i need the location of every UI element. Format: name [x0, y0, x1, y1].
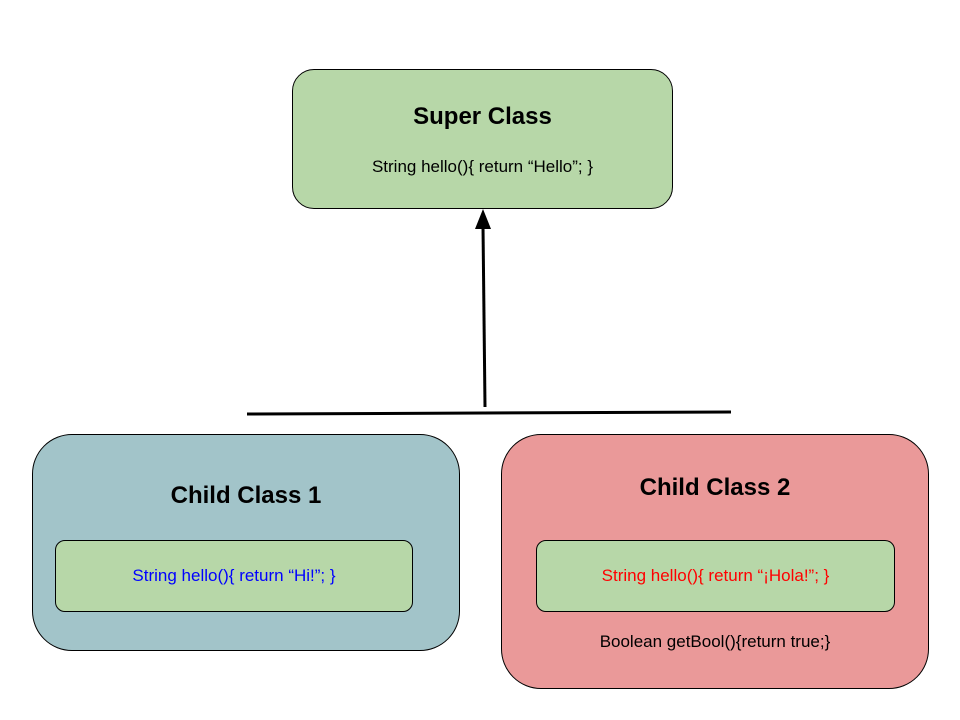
inheritance-arrow-line: [481, 225, 487, 408]
super-class-title: Super Class: [413, 103, 552, 130]
super-class-hello-method: String hello(){ return “Hello”; }: [371, 157, 594, 176]
child-class-2-title: Child Class 2: [639, 474, 791, 501]
child-class-1-hello-method: String hello(){ return “Hi!”; }: [132, 566, 336, 585]
child-class-2-getbool-method: Boolean getBool(){return true;}: [599, 632, 831, 651]
child-class-1-title: Child Class 1: [170, 482, 322, 509]
child-class-2-hello-method: String hello(){ return “¡Hola!”; }: [601, 566, 830, 585]
inheritance-bar: [246, 410, 732, 416]
super-class-box: Super Class String hello(){ return “Hell…: [292, 69, 673, 209]
child-class-1-box: Child Class 1 String hello(){ return “Hi…: [32, 434, 460, 651]
child-class-2-method-box: String hello(){ return “¡Hola!”; }: [536, 540, 895, 612]
child-class-1-method-box: String hello(){ return “Hi!”; }: [55, 540, 413, 612]
child-class-2-box: Child Class 2 String hello(){ return “¡H…: [501, 434, 929, 689]
inheritance-arrowhead: [475, 209, 491, 229]
